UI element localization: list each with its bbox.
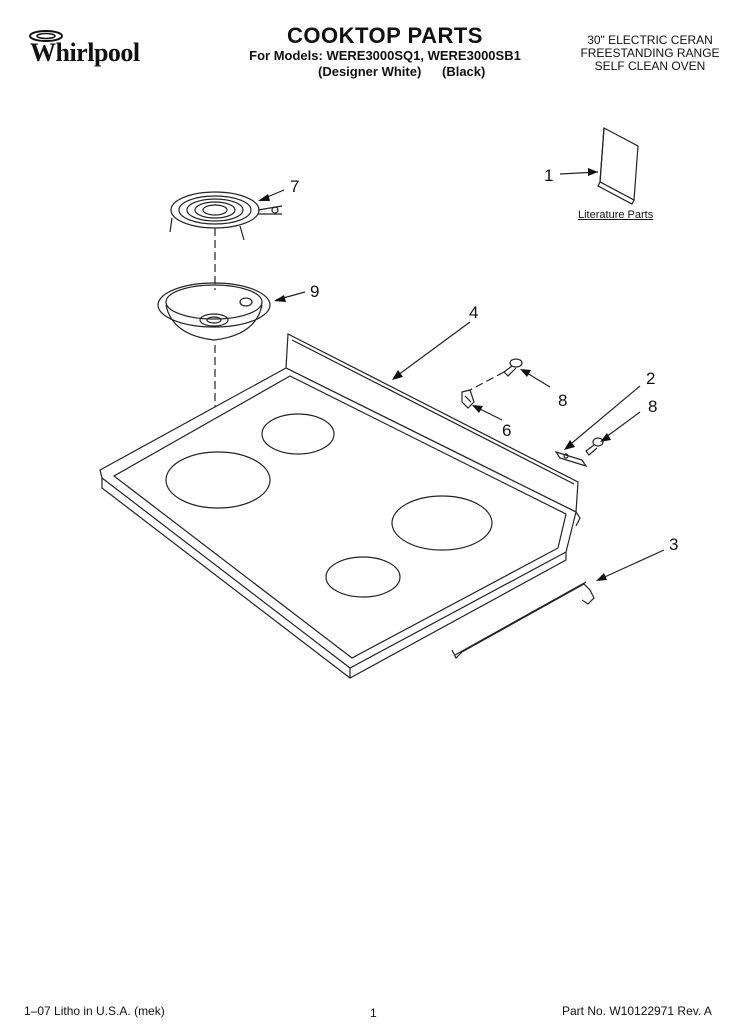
rear-support-rod — [451, 581, 595, 660]
cooktop-panel — [99, 333, 581, 679]
variant-designer-white: (Designer White) — [318, 64, 422, 79]
variant-black: (Black) — [442, 64, 486, 79]
description-line-1: 30" ELECTRIC CERAN — [587, 33, 713, 47]
whirlpool-logo: Whirlpool — [20, 26, 150, 72]
callout-number-1: 1 — [544, 166, 553, 185]
screw-upper — [503, 358, 523, 377]
callout-leader-3 — [597, 549, 665, 581]
whirlpool-logo-swoosh — [29, 30, 63, 42]
callout-number-7: 7 — [290, 177, 299, 196]
screw-alignment-upper — [469, 371, 505, 391]
callout-number-8-upper: 8 — [558, 391, 567, 410]
footer-page-number: 1 — [370, 1006, 377, 1020]
callout-number-6: 6 — [502, 421, 511, 440]
literature-booklet — [597, 127, 639, 205]
brand-name: Whirlpool — [30, 38, 140, 67]
callout-leader-4 — [393, 321, 471, 379]
literature-parts-label: Literature Parts — [578, 209, 654, 221]
hinge-bracket — [554, 450, 588, 468]
footer-part-number: Part No. W10122971 Rev. A — [562, 1004, 712, 1018]
description-line-2: FREESTANDING RANGE — [580, 46, 720, 60]
product-description: 30" ELECTRIC CERAN FREESTANDING RANGE SE… — [560, 34, 740, 73]
screw-lower — [585, 437, 604, 456]
callout-leader-2 — [565, 385, 641, 449]
drip-bowl — [157, 282, 271, 341]
model-numbers: For Models: WERE3000SQ1, WERE3000SB1 — [249, 48, 521, 63]
description-line-3: SELF CLEAN OVEN — [594, 59, 706, 73]
callout-number-3: 3 — [669, 535, 678, 554]
mounting-clip — [461, 389, 475, 409]
callout-number-8-lower: 8 — [648, 397, 657, 416]
callout-number-9: 9 — [310, 282, 319, 301]
callout-number-4: 4 — [469, 303, 478, 322]
page-title: COOKTOP PARTS — [287, 23, 483, 48]
callout-number-2: 2 — [646, 369, 655, 388]
footer-litho: 1–07 Litho in U.S.A. (mek) — [24, 1004, 165, 1018]
